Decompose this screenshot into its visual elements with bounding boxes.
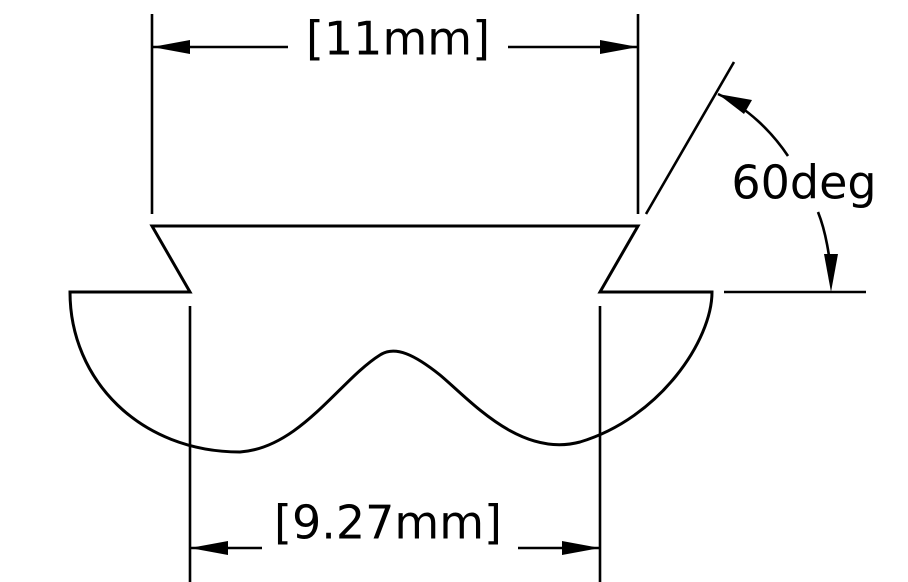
ext-line-angle-slant <box>644 61 736 215</box>
arrowhead-bottom-left <box>190 541 228 555</box>
dimension-bottom-width: [9.27mm] <box>190 496 600 555</box>
dovetail-profile <box>68 224 714 454</box>
arrowhead-angle-lower <box>824 254 838 292</box>
extension-lines <box>150 14 866 582</box>
arrowhead-angle-upper <box>718 94 752 114</box>
dimension-label-top: [11mm] <box>306 12 490 66</box>
arrowhead-top-left <box>152 40 190 54</box>
angle-arc-upper <box>717 92 790 157</box>
dimension-angle: 60deg <box>717 92 877 292</box>
arrowhead-top-right <box>600 40 638 54</box>
part-outline <box>68 224 714 454</box>
arrowhead-bottom-right <box>562 541 600 555</box>
dimension-label-angle: 60deg <box>731 156 876 210</box>
dimension-label-bottom: [9.27mm] <box>274 496 502 550</box>
dimension-top-width: [11mm] <box>152 12 638 66</box>
